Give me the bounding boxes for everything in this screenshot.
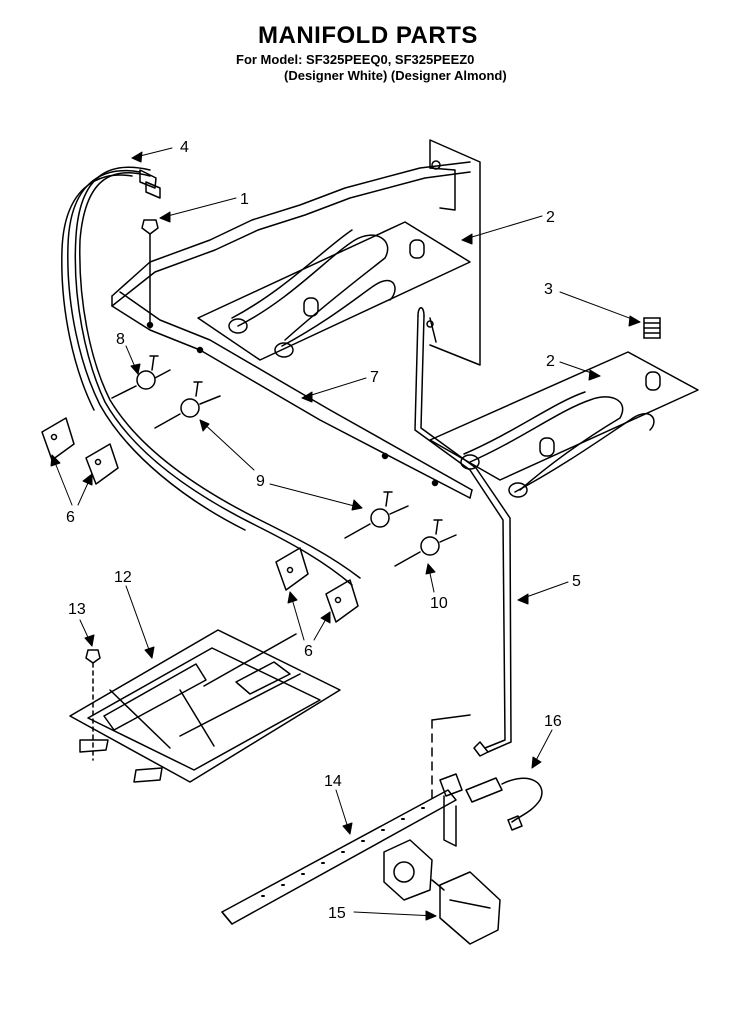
callout-13: 13: [68, 601, 86, 618]
screw-part-13: [85, 649, 101, 761]
callout-6-left: 6: [66, 509, 75, 526]
variant-line: (Designer White) (Designer Almond): [284, 68, 507, 83]
callout-2-upper: 2: [546, 209, 555, 226]
screw-part-1: [141, 219, 159, 329]
burner-tube-left: [197, 221, 471, 361]
burner-valve-8: [111, 355, 171, 399]
gas-tube: [414, 307, 512, 757]
callout-4: 5: [572, 573, 581, 590]
leader-arrows: [50, 147, 641, 921]
callout-1: 1: [240, 191, 249, 208]
callout-6-lower: 6: [304, 643, 313, 660]
burner-valve-9a: [154, 381, 221, 429]
callout-14: 14: [324, 773, 342, 790]
callout-16: 16: [544, 713, 562, 730]
callout-5: 4: [180, 139, 189, 156]
clip-middle-left: [85, 443, 119, 485]
model-line: For Model: SF325PEEQ0, SF325PEEZ0: [236, 52, 475, 67]
burner-valve-10: [394, 519, 457, 567]
burner-valve-9b: [344, 491, 409, 539]
manifold-pipe: [221, 714, 471, 925]
manifold-bracket: [111, 139, 481, 499]
callout-10: 10: [430, 595, 448, 612]
callout-3: 3: [544, 281, 553, 298]
wiring-harness: [61, 166, 361, 586]
spring: [643, 317, 661, 339]
callout-15: 15: [328, 905, 346, 922]
callout-9-upper: 9: [256, 473, 265, 490]
burner-tube-right: [429, 351, 699, 498]
page-title: MANIFOLD PARTS: [258, 22, 478, 49]
burner-base: [69, 629, 341, 783]
callout-2-lower: 2: [546, 353, 555, 370]
clip-lower-1: [275, 547, 309, 591]
clip-lower-2: [325, 579, 359, 623]
callout-8: 8: [116, 331, 125, 348]
igniter-switch: [439, 773, 543, 847]
clip-upper-left: [41, 417, 75, 461]
pressure-regulator: [383, 839, 501, 945]
callout-12: 12: [114, 569, 132, 586]
callout-labels: 4 1 2 3 2 8 7 9 6 5 12 10 13 6 16 14 15 …: [66, 139, 581, 922]
callout-7: 7: [370, 369, 379, 386]
